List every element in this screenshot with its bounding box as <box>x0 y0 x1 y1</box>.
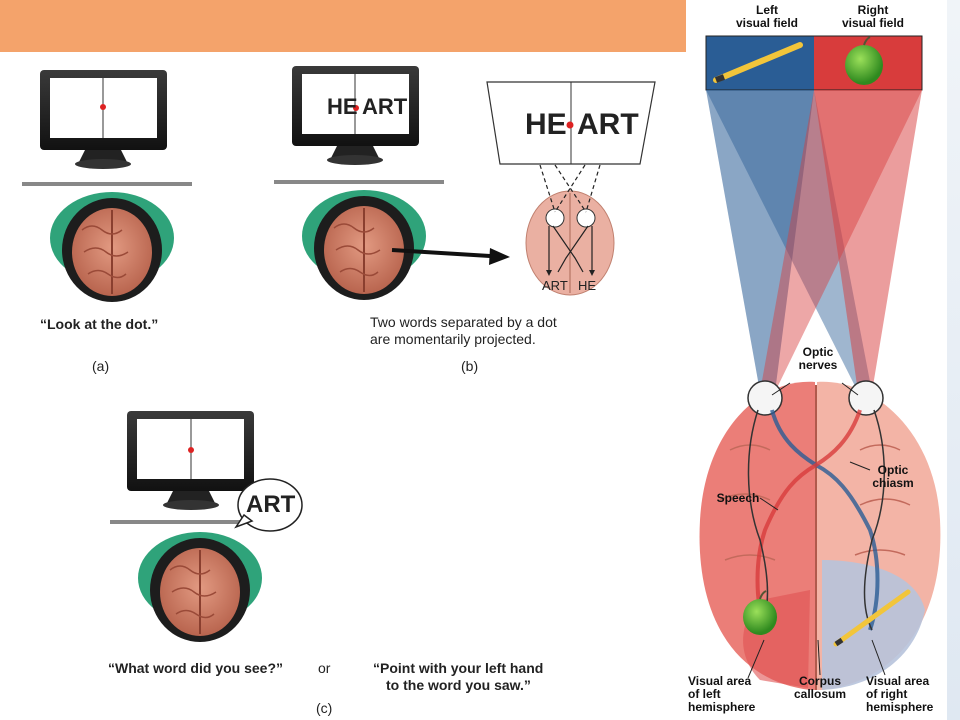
panel-c-caption-right-line2: to the word you saw.” <box>386 677 531 693</box>
right-eye <box>848 380 884 416</box>
person-a <box>50 192 174 302</box>
pencil-icon <box>713 42 803 83</box>
side-strip <box>947 0 960 720</box>
person-b <box>302 190 426 300</box>
speech-area-label: Speech <box>716 491 760 505</box>
anatomy-figure <box>699 35 941 690</box>
screen-text-left: HE <box>327 94 358 119</box>
panel-a-figure <box>22 70 192 302</box>
monitor-a <box>40 70 167 169</box>
zoom-text-left: HE <box>525 108 567 141</box>
zoom-screen <box>486 81 656 165</box>
left-field-cone-left-eye <box>706 90 814 392</box>
arrow-to-zoom <box>391 248 510 265</box>
panel-c-label: (c) <box>316 700 333 716</box>
zoom-text-right: ART <box>577 108 639 141</box>
left-eye <box>747 380 783 416</box>
panel-c-caption-right-line1: “Point with your left hand <box>373 660 544 676</box>
screen-text-right: ART <box>362 94 408 119</box>
brain-output-right: HE <box>578 278 597 293</box>
person-c <box>138 532 262 642</box>
header-banner <box>0 0 686 52</box>
monitor-b <box>292 66 419 165</box>
speech-bubble <box>234 478 303 532</box>
speech-bubble-text: ART <box>246 491 296 518</box>
pencil-icon-right-visual-area <box>833 589 911 647</box>
panel-c-caption-or: or <box>318 660 331 676</box>
panel-a-caption: “Look at the dot.” <box>40 316 159 332</box>
panel-a-label: (a) <box>92 358 110 374</box>
panel-c-figure <box>110 411 303 642</box>
right-field-cone-right-eye <box>814 90 922 392</box>
apple-icon-left-visual-area <box>743 590 777 635</box>
panel-b-figure <box>274 66 656 300</box>
left-field-cone-right-eye <box>706 90 872 392</box>
monitor-c <box>127 411 254 510</box>
panel-b-caption-line2: are momentarily projected. <box>370 331 536 347</box>
apple-icon <box>845 36 883 85</box>
desk-edge-c <box>110 520 260 524</box>
desk-edge-a <box>22 182 192 186</box>
panel-b-label: (b) <box>461 358 479 374</box>
panel-b-caption-line1: Two words separated by a dot <box>370 314 557 330</box>
panel-c-caption-left: “What word did you see?” <box>108 660 284 676</box>
desk-edge-b <box>274 180 444 184</box>
zoom-brain <box>525 164 615 296</box>
brain-output-left: ART <box>542 278 568 293</box>
